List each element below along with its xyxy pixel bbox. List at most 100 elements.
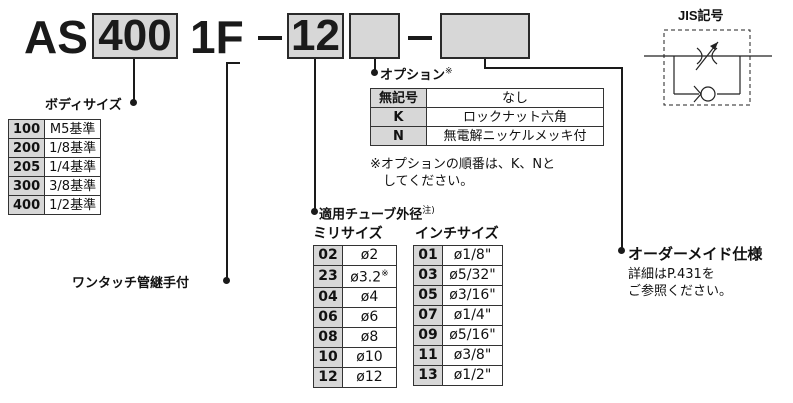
code-cell: 09	[413, 325, 443, 346]
inch-tube-row: 11 ø3/8"	[413, 345, 503, 366]
code-cell: 06	[313, 306, 343, 328]
value-cell: 無電解ニッケルメッキ付	[425, 126, 605, 146]
value-text: 1/8基準	[49, 140, 97, 156]
code-cell: 300	[7, 176, 46, 196]
option-heading-mark: ※	[445, 66, 453, 77]
value-text: ø3.2	[350, 269, 382, 286]
value-text: ø6	[360, 308, 379, 325]
value-cell: M5基準	[44, 119, 102, 139]
code-cell: 400	[7, 195, 46, 215]
value-text: ロックナット六角	[462, 109, 567, 125]
code-cell: 無記号	[370, 88, 427, 108]
option-box	[349, 13, 400, 59]
value-text: ø5/16"	[449, 327, 496, 343]
option-note-line2: してください。	[383, 174, 474, 189]
option-heading: オプション※	[380, 64, 453, 83]
value-cell: 1/8基準	[44, 138, 102, 158]
body-size-heading: ボディサイズ	[45, 98, 122, 113]
value-text: 3/8基準	[49, 178, 97, 194]
code-cell: 11	[413, 345, 443, 366]
value-cell: ø3/8"	[442, 345, 503, 366]
option-row: K ロックナット六角	[370, 107, 605, 127]
type-code: 1F	[190, 11, 244, 63]
value-text: ø8	[360, 328, 379, 345]
connector-made-to-order-c	[621, 67, 623, 250]
connector-option	[374, 59, 376, 72]
code-cell: K	[370, 107, 427, 127]
value-cell: ø6	[342, 306, 397, 328]
inch-tube-row: 09 ø5/16"	[413, 325, 503, 346]
separator-dash	[258, 36, 282, 40]
value-cell: ø12	[342, 366, 397, 388]
jis-symbol-title: JIS記号	[678, 8, 724, 23]
value-cell: ø10	[342, 346, 397, 368]
metric-tube-row: 02 ø2	[313, 245, 397, 266]
value-cell: ø1/8"	[442, 245, 503, 266]
value-text: ø3/8"	[453, 347, 492, 363]
tube-heading-text: 適用チューブ外径	[319, 207, 423, 223]
connector-fitting-top	[226, 62, 240, 64]
series-code: AS	[24, 11, 88, 63]
value-cell: ø3.2※	[342, 265, 397, 288]
value-cell: なし	[425, 88, 605, 108]
connector-fitting	[226, 62, 228, 280]
code-cell: 08	[313, 326, 343, 348]
value-text: M5基準	[49, 121, 96, 137]
connector-body-size	[133, 59, 135, 103]
value-text: ø1/4"	[453, 307, 492, 323]
option-heading-text: オプション	[380, 68, 446, 83]
value-mark: ※	[381, 269, 389, 279]
option-row: 無記号なし	[370, 88, 605, 108]
value-text: ø10	[356, 348, 383, 365]
connector-made-to-order-b	[484, 67, 623, 69]
body-size-box: 400	[92, 13, 178, 59]
metric-tube-row: 08 ø8	[313, 326, 397, 348]
value-text: ø1/8"	[453, 247, 492, 263]
connector-dot	[223, 277, 230, 284]
code-cell: N	[370, 126, 427, 146]
made-to-order-line1: 詳細はP.431を	[628, 267, 715, 282]
value-text: 1/2基準	[49, 197, 97, 213]
value-cell: ø1/4"	[442, 305, 503, 326]
value-cell: ø4	[342, 286, 397, 308]
value-cell: ø8	[342, 326, 397, 348]
inch-heading: インチサイズ	[415, 226, 499, 242]
connector-dot	[130, 99, 137, 106]
made-to-order-note: 詳細はP.431を ご参照ください。	[628, 266, 732, 300]
code-cell: 100	[7, 119, 46, 139]
value-text: ø5/32"	[449, 267, 496, 283]
code-cell: 02	[313, 245, 343, 266]
separator-dash	[408, 36, 432, 40]
value-text: ø3/16"	[449, 287, 496, 303]
value-cell: ø5/32"	[442, 265, 503, 286]
option-note: ※オプションの順番は、K、Nと してください。	[370, 156, 555, 190]
value-cell: ø3/16"	[442, 285, 503, 306]
value-cell: ロックナット六角	[425, 107, 605, 127]
connector-dot	[311, 208, 318, 215]
made-to-order-box	[440, 13, 530, 59]
made-to-order-line2: ご参照ください。	[628, 284, 733, 299]
code-cell: 205	[7, 157, 46, 177]
code-cell: 12	[313, 366, 343, 388]
metric-tube-row: 06 ø6	[313, 306, 397, 328]
value-cell: ø5/16"	[442, 325, 503, 346]
value-text: ø2	[360, 247, 379, 263]
value-cell: ø2	[342, 245, 397, 266]
tube-heading: 適用チューブ外径注)	[319, 203, 435, 222]
fitting-label: ワンタッチ管継手付	[72, 276, 190, 291]
